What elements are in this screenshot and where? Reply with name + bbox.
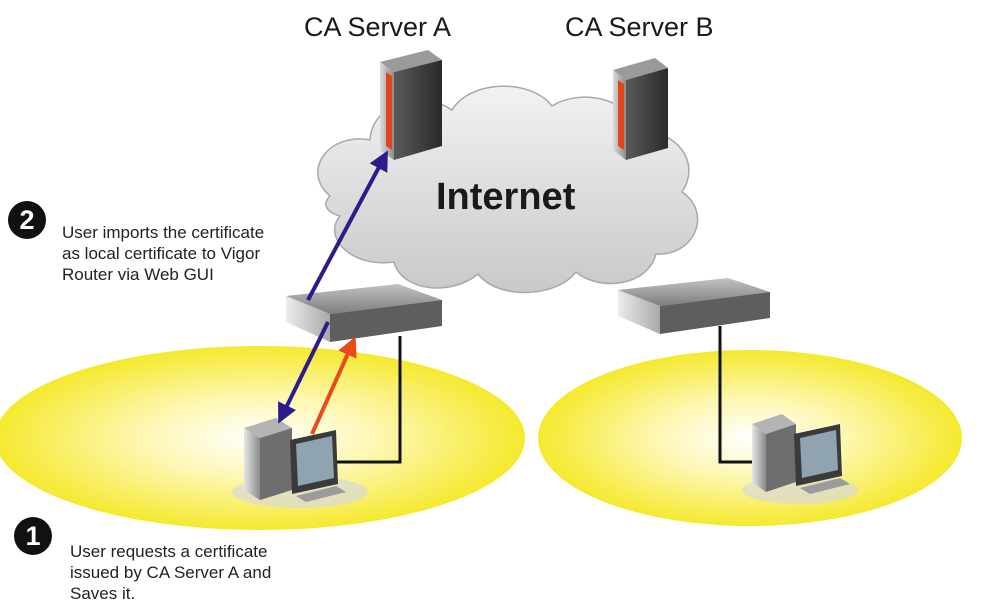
lan-zone-b (538, 350, 962, 526)
pc-icon (742, 414, 858, 504)
step-2-badge: 2 (8, 201, 46, 239)
ca-server-icon (613, 58, 668, 160)
import-arrow (306, 150, 388, 301)
step-1-badge: 1 (14, 517, 52, 555)
step-2-note: User imports the certificate as local ce… (62, 223, 265, 284)
lan-cable-b (718, 326, 760, 464)
server-b-label: CA Server B (565, 12, 714, 42)
request-arrow (310, 336, 357, 435)
ca-server-icon (380, 50, 442, 160)
server-a-label: CA Server A (304, 12, 452, 42)
router-icon (286, 284, 442, 342)
step-1-note: User requests a certificate issued by CA… (70, 542, 272, 603)
internet-label: Internet (436, 176, 576, 218)
lan-cable-a (336, 336, 402, 464)
router-icon (618, 278, 770, 334)
download-arrow (278, 321, 330, 424)
pc-icon (232, 418, 368, 508)
